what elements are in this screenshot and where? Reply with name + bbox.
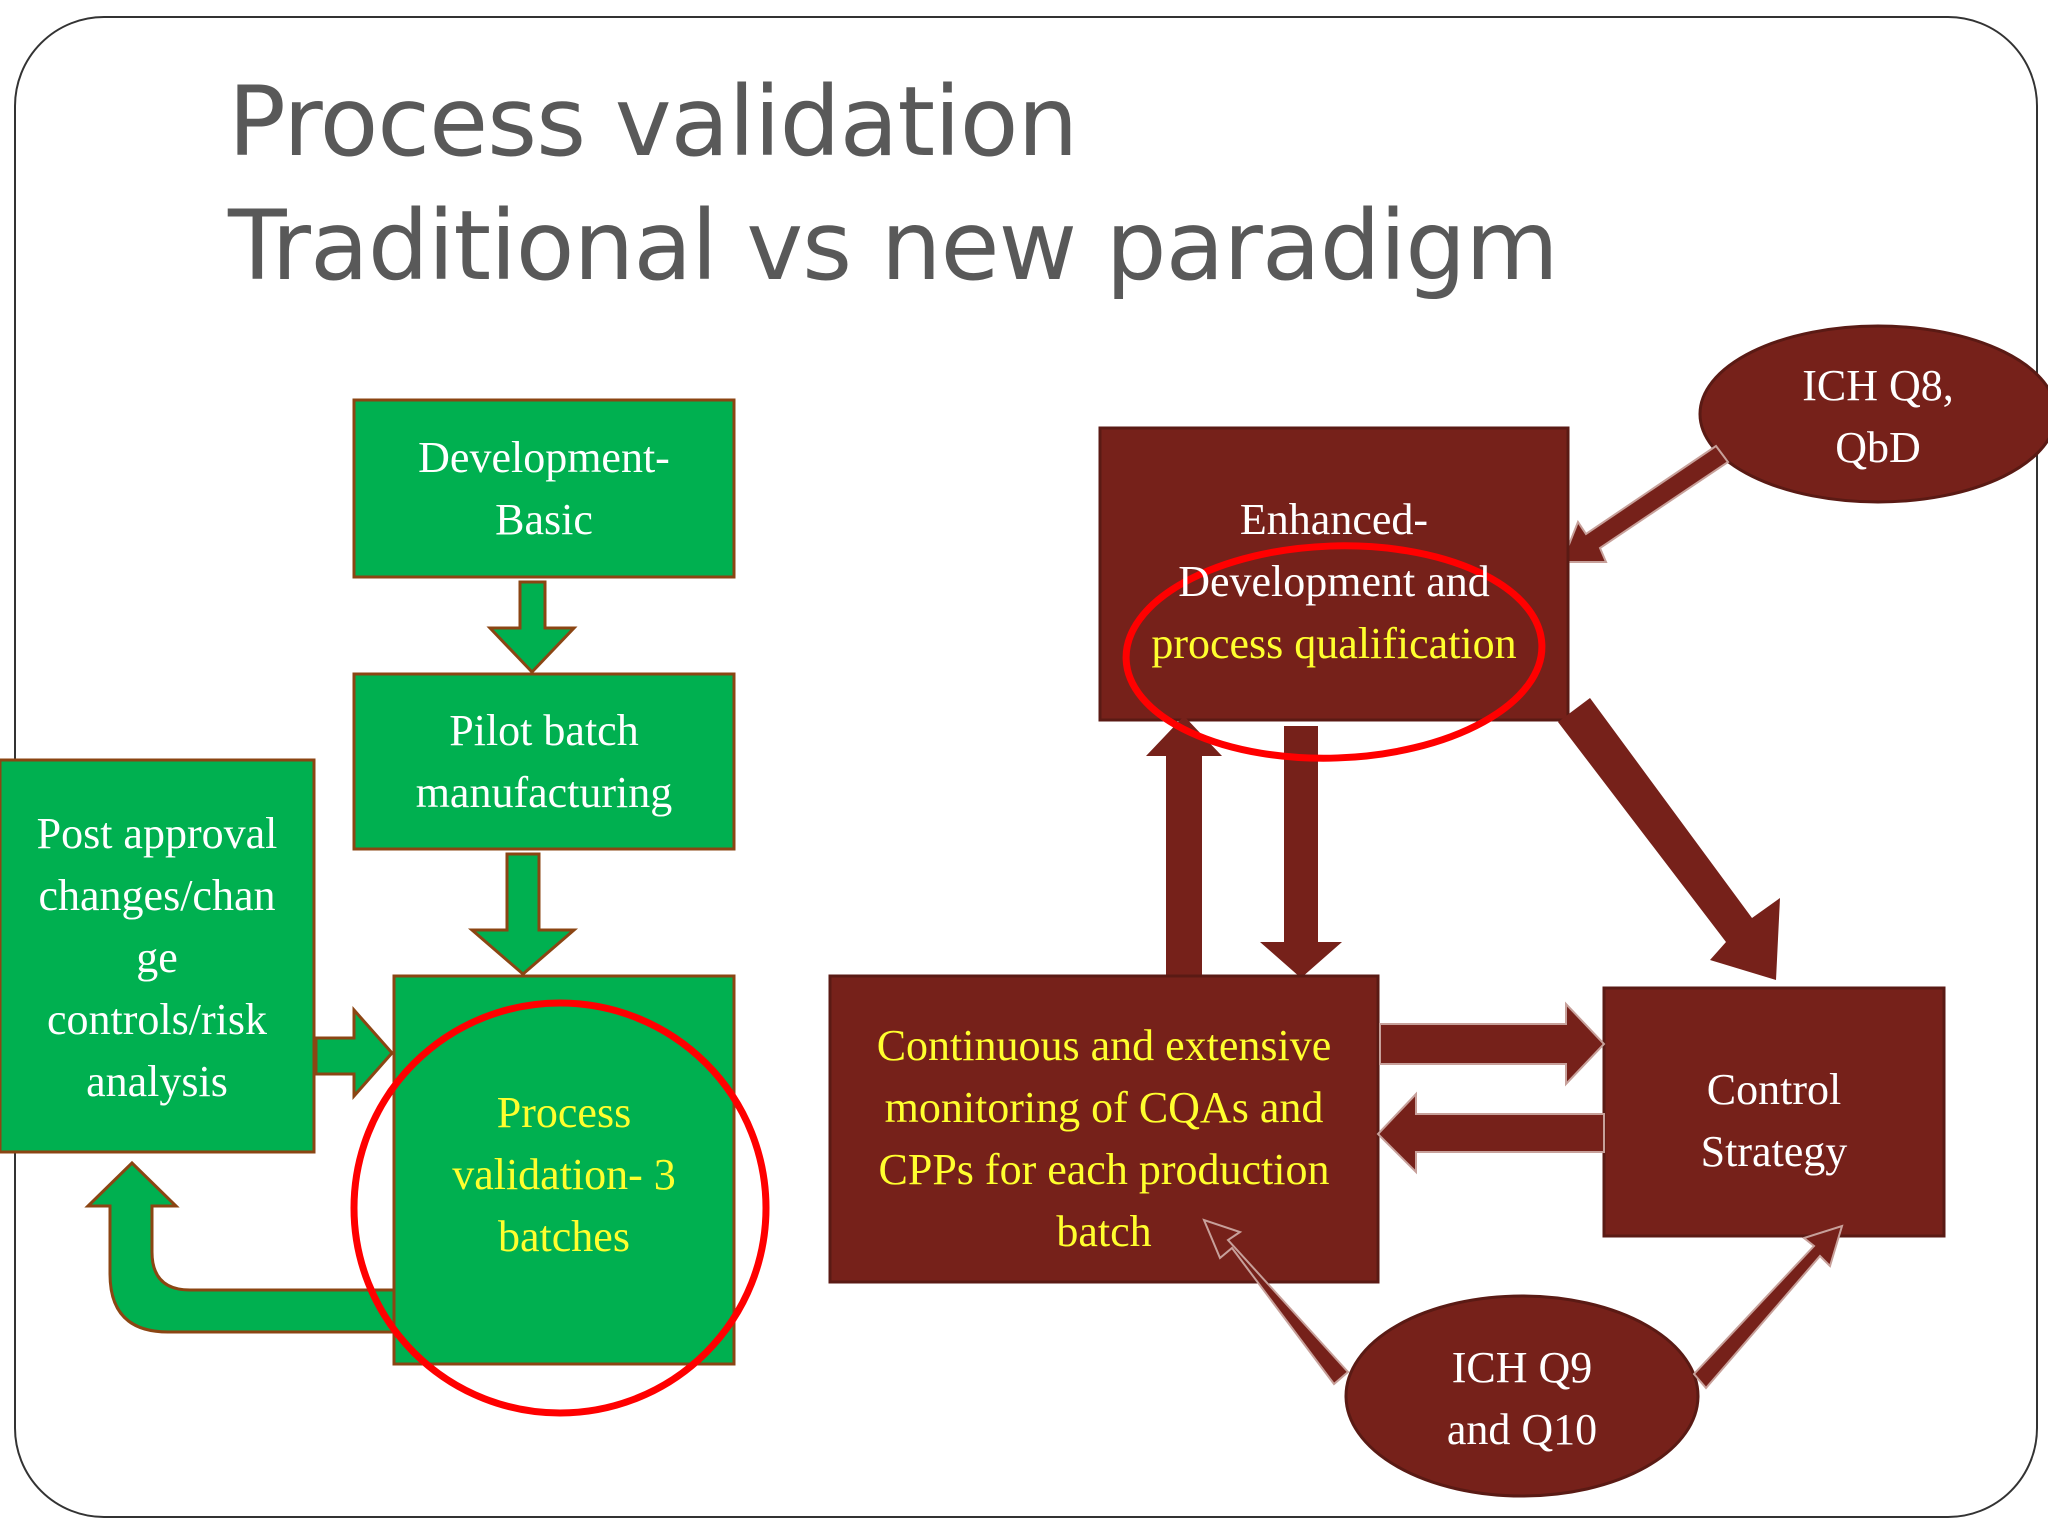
arrow-ichq9-to-control: [1692, 1224, 1844, 1390]
label-ich-q8: ICH Q8,QbD: [1802, 361, 1954, 472]
label-development-basic: Development-Basic: [418, 432, 670, 544]
arrow-continuous-to-enhanced: [1146, 716, 1222, 978]
arrow-ichq8-to-enhanced: [1560, 444, 1730, 563]
box-pilot-batch: [352, 672, 736, 851]
box-post-approval: [0, 758, 316, 1154]
box-control-strategy: [1602, 986, 1946, 1238]
slide-title-line-1: Process validation: [228, 66, 1078, 178]
arrow-ichq9-to-continuous: [1202, 1218, 1350, 1386]
label-continuous-monitoring: Continuous and extensive monitoring of C…: [876, 1021, 1332, 1256]
arrow-validation-to-postapproval: [84, 1160, 396, 1334]
highlight-circle-validation: [350, 999, 770, 1417]
arrow-enhanced-to-control: [1558, 698, 1780, 980]
arrow-postapproval-to-validation: [314, 1006, 395, 1100]
arrow-control-to-continuous: [1376, 1091, 1605, 1175]
box-continuous-monitoring: [828, 974, 1380, 1284]
slide-title-line-2: Traditional vs new paradigm: [228, 190, 1559, 302]
highlight-circle-qualification: [1122, 542, 1546, 762]
arrow-dev-to-pilot: [486, 580, 578, 675]
arrow-enhanced-to-continuous: [1260, 726, 1342, 978]
label-post-approval: Post approval changes/chan ge controls/r…: [36, 809, 278, 1106]
box-development-basic: [352, 398, 736, 579]
arrow-continuous-to-control: [1379, 1001, 1606, 1087]
ellipse-ich-q9-q10: [1344, 1294, 1700, 1498]
ellipse-ich-q8: [1698, 324, 2048, 504]
arrow-pilot-to-validation: [467, 852, 579, 976]
